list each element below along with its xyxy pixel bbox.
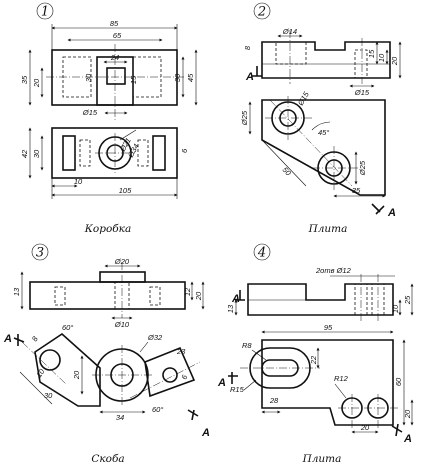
part-4-dim-10: 10 — [391, 304, 400, 313]
part-3-number: 3 — [36, 246, 44, 261]
part-3-dim-d32: Ø32 — [147, 333, 163, 342]
part-1-dim-10: 10 — [74, 177, 83, 186]
part-1-dim-105: 105 — [119, 186, 132, 195]
part-3-dim-12: 12 — [183, 287, 192, 296]
part-3-dim-6: 6 — [179, 373, 189, 381]
part-3-dim-20b: 20 — [72, 370, 81, 380]
part-1-dim-65: 65 — [113, 31, 122, 40]
part-3-caption: Скоба — [91, 453, 124, 465]
part-3-top-view — [34, 332, 101, 407]
part-4-section-a-front: A — [231, 293, 240, 305]
part-1-dim-d15: Ø15 — [82, 108, 98, 117]
part-1-caption: Коробка — [84, 223, 131, 235]
part-1-dim-42: 42 — [20, 149, 29, 158]
part-2-drawing: 2 8 Ø14 15 10 20 Ø15 A Ø25 Ø15 — [240, 2, 402, 235]
part-4-top-view — [261, 339, 394, 426]
part-4-drawing: 4 2отв Ø12 13 10 25 A 95 R8 22 6 — [217, 243, 414, 465]
part-2-number-circle — [253, 2, 271, 20]
part-2-caption: Плита — [308, 223, 348, 235]
part-4-dim-holes: 2отв Ø12 — [315, 266, 352, 275]
part-4-dim-r12: R12 — [334, 374, 349, 383]
part-1-drawing: 1 85 65 24 35 20 30 15 30 45 Ø15 — [20, 2, 198, 235]
part-3-front-view — [29, 281, 186, 310]
part-2-section-a-bottom: A — [387, 207, 396, 219]
part-3-dim-8: 8 — [30, 334, 40, 343]
part-3-dim-60deg-top: 60° — [62, 323, 73, 332]
part-4-dim-28: 28 — [269, 396, 279, 405]
part-2-dim-35: 35 — [352, 186, 361, 195]
part-3-dim-d20: Ø20 — [114, 257, 130, 266]
part-2-section-a-top: A — [245, 71, 254, 83]
part-3-drawing: 3 Ø20 13 12 20 Ø10 60° Ø32 8 20 2 — [3, 243, 210, 465]
part-2-dim-8: 8 — [243, 45, 252, 50]
part-2-dim-15: 15 — [367, 49, 376, 58]
part-4-section-a-left: A — [217, 377, 226, 389]
part-2-dim-45deg: 45° — [318, 128, 329, 137]
part-4-number-circle — [253, 243, 271, 261]
part-2-front-view — [261, 41, 391, 79]
part-1-dim-15: 15 — [129, 75, 138, 84]
part-2-dim-10: 10 — [377, 53, 386, 62]
part-2-number: 2 — [257, 5, 266, 20]
part-3-dim-34: 34 — [116, 413, 124, 422]
part-3-number-circle — [31, 243, 49, 261]
part-2-dim-20: 20 — [390, 56, 399, 66]
part-1-dim-85: 85 — [110, 19, 119, 28]
part-3-dim-30: 30 — [44, 391, 53, 400]
part-3-section-a-top: A — [3, 333, 12, 345]
part-1-dim-6: 6 — [180, 148, 189, 153]
part-4-dim-13: 13 — [226, 304, 235, 313]
part-4-front-view — [247, 283, 394, 316]
part-1-dim-45: 45 — [186, 73, 195, 82]
part-1-dim-24: 24 — [110, 53, 119, 62]
part-1-top-view — [51, 127, 178, 179]
part-3-dim-60deg-bottom: 60° — [152, 405, 163, 414]
part-1-number: 1 — [41, 5, 49, 20]
part-3-dim-23: 23 — [176, 347, 186, 356]
part-3-section-a-bottom: A — [201, 427, 210, 439]
part-2-dim-d14: Ø14 — [282, 27, 297, 36]
part-4-dim-22: 22 — [309, 355, 318, 365]
part-4-dim-r8: R8 — [242, 341, 252, 350]
part-4-dim-25: 25 — [403, 295, 412, 305]
part-1-dim-30a: 30 — [84, 73, 93, 82]
part-2-dim-d25b: Ø25 — [358, 160, 367, 176]
part-4-dim-20b: 20 — [403, 409, 412, 419]
part-1-dim-20: 20 — [32, 78, 41, 88]
part-4-dim-r15: R15 — [230, 385, 245, 394]
part-4-section-a-right: A — [403, 433, 412, 445]
part-1-dim-30c: 30 — [32, 149, 41, 158]
part-3-dim-20: 20 — [194, 291, 203, 301]
part-4-dim-20a: 20 — [360, 423, 370, 432]
part-4-dim-95: 95 — [324, 323, 333, 332]
part-1-dim-35: 35 — [20, 75, 29, 84]
part-1-number-circle — [36, 2, 54, 20]
part-4-number: 4 — [257, 246, 266, 261]
part-3-dim-13: 13 — [12, 287, 21, 296]
part-3-dim-d10: Ø10 — [114, 320, 130, 329]
part-4-dim-60: 60 — [394, 377, 403, 386]
part-2-dim-d15: Ø15 — [354, 88, 370, 97]
part-2-dim-d25a: Ø25 — [240, 110, 249, 126]
part-2-dim-50: 50 — [281, 165, 294, 178]
part-1-dim-30b: 30 — [173, 73, 182, 82]
part-4-caption: Плита — [302, 453, 342, 465]
